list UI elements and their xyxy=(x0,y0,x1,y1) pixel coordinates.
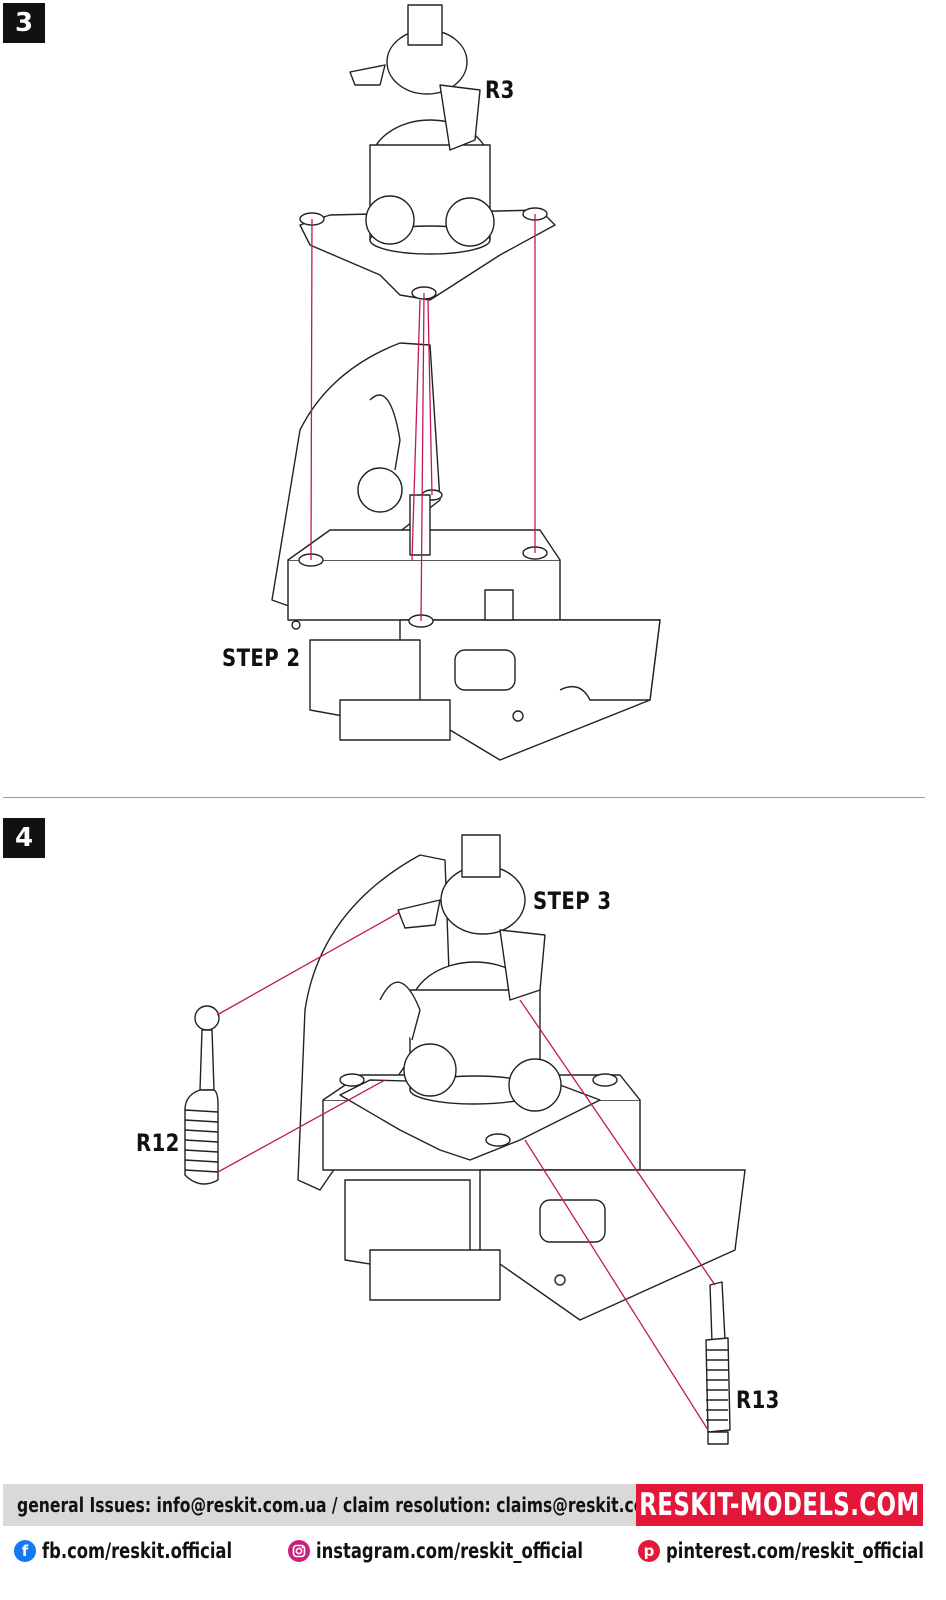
pinterest-icon: p xyxy=(638,1540,660,1562)
instagram-link-text: instagram.com/reskit_official xyxy=(316,1539,584,1563)
brand-banner[interactable]: RESKIT-MODELS.COM xyxy=(636,1484,923,1526)
step-reference-step2: STEP 2 xyxy=(222,644,301,672)
step4-assembly xyxy=(297,834,746,1321)
brand-name: RESKIT-MODELS.COM xyxy=(639,1487,920,1523)
facebook-link-text: fb.com/reskit.official xyxy=(42,1539,233,1563)
part-label-r12: R12 xyxy=(136,1129,180,1157)
pinterest-link[interactable]: p pinterest.com/reskit_official xyxy=(638,1538,946,1564)
contact-text: general Issues: info@reskit.com.ua / cla… xyxy=(17,1493,689,1517)
part-label-r13: R13 xyxy=(736,1386,780,1414)
section-divider xyxy=(3,797,925,798)
footer-contact-bar: general Issues: info@reskit.com.ua / cla… xyxy=(3,1484,688,1526)
part-r13 xyxy=(705,1281,731,1445)
step3-base-assembly xyxy=(271,342,661,761)
step-4-badge: 4 xyxy=(3,818,45,858)
facebook-link[interactable]: f fb.com/reskit.official xyxy=(14,1538,286,1564)
facebook-icon: f xyxy=(14,1540,36,1562)
step-3-badge: 3 xyxy=(3,3,45,43)
part-r12 xyxy=(184,1005,220,1185)
step3-hub-assembly xyxy=(299,4,556,301)
pinterest-link-text: pinterest.com/reskit_official xyxy=(666,1539,924,1563)
part-label-r3: R3 xyxy=(485,76,515,104)
step-reference-step3: STEP 3 xyxy=(533,887,612,915)
instagram-icon xyxy=(288,1540,310,1562)
instagram-link[interactable]: instagram.com/reskit_official xyxy=(288,1538,658,1564)
